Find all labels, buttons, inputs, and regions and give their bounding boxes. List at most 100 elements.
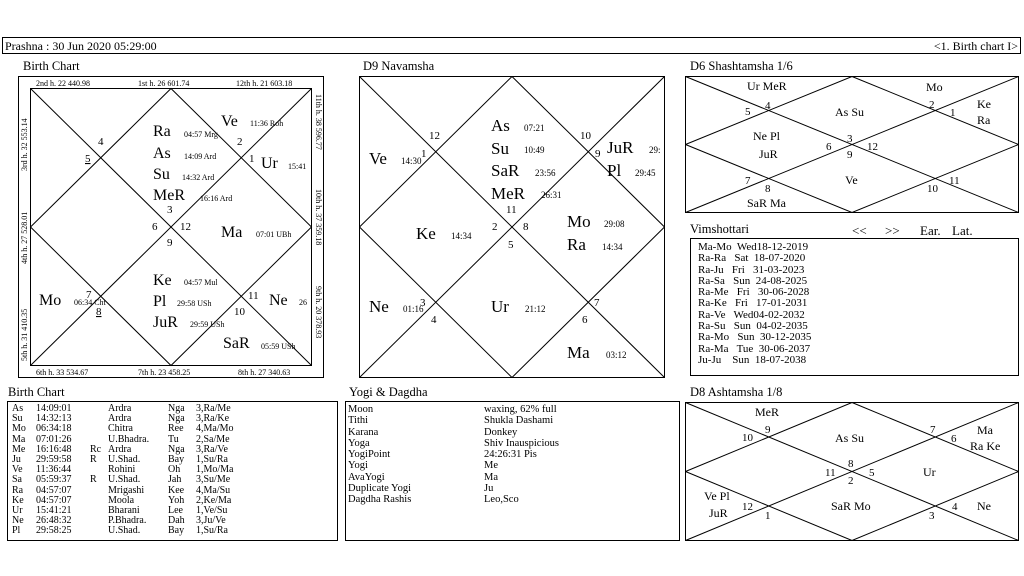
dasha-row[interactable]: Ra-Su Sun 04-02-2035 xyxy=(698,320,808,333)
table-cell: 4,Ma/Su xyxy=(196,484,231,496)
table-cell: 3,Ju/Ve xyxy=(196,515,226,527)
dasha-row[interactable]: Ra-Me Fri 30-06-2028 xyxy=(698,286,810,299)
table-cell: U.Bhadra. xyxy=(108,433,150,445)
dasha-row[interactable]: Ma-Mo Wed18-12-2019 xyxy=(698,241,809,253)
d9-chart[interactable]: 12 1 10 9 11 2 8 5 3 4 7 6 As 07:21 Su 1… xyxy=(359,76,665,378)
planet-ur: Ur xyxy=(261,155,279,172)
table-cell: 2,Ke/Ma xyxy=(196,494,232,506)
yogi-label: Dagdha Rashis xyxy=(348,494,412,506)
sign-number: 10 xyxy=(742,432,754,444)
planet-ur-deg: 21:12 xyxy=(525,304,546,314)
yogi-label: Moon xyxy=(348,404,374,415)
sign-number: 5 xyxy=(869,467,875,479)
table-cell xyxy=(90,424,108,434)
planet-ma-deg: 03:12 xyxy=(606,350,627,360)
planet-me-deg: 26:31 xyxy=(541,190,562,200)
planet-pl: Pl xyxy=(607,161,621,180)
planet-ke: Ke xyxy=(153,272,172,289)
table-cell: Bharani xyxy=(108,505,140,517)
birth-chart[interactable]: 2nd h. 22 440.98 1st h. 26 601.74 12th h… xyxy=(18,76,324,378)
border-bottom-2: 8th h. 27 340.63 xyxy=(238,368,290,377)
dasha-row[interactable]: Ra-Ve Wed04-02-2032 xyxy=(698,308,805,321)
table-cell: Rc xyxy=(90,443,102,455)
table-cell: 04:57:07 xyxy=(36,494,72,506)
sign-number: 3 xyxy=(847,133,853,145)
d9-title: D9 Navamsha xyxy=(363,59,435,73)
table-cell: Ke xyxy=(12,494,24,506)
table-cell: 3,Su/Me xyxy=(196,474,231,486)
sign-number: 4 xyxy=(431,314,437,326)
d6-house-label: Ur MeR xyxy=(747,79,787,93)
dasha-row[interactable]: Ra-Mo Sun 30-12-2035 xyxy=(698,331,812,344)
planet-ra-deg: 14:34 xyxy=(602,242,623,252)
vimshottari-next-button[interactable]: >> xyxy=(885,223,900,238)
vimshottari-prev-button[interactable]: << xyxy=(852,223,867,238)
d8-house-label: Ve Pl xyxy=(704,489,730,503)
yogi-label: AvaYogi xyxy=(348,471,385,483)
planet-pl-deg: 29:58 USh xyxy=(177,299,211,308)
table-cell xyxy=(90,516,108,526)
yogi-label: YogiPoint xyxy=(348,449,391,461)
planet-ur-deg: 15:41 xyxy=(288,162,306,171)
table-cell: Ardra xyxy=(108,403,132,414)
sign-number: 7 xyxy=(745,175,751,187)
table-cell: R xyxy=(90,454,97,466)
d8-chart[interactable]: 9 10 7 6 8 11 5 2 12 1 3 4 MeR As Su Ma … xyxy=(685,402,1019,541)
table-cell: 1,Ve/Su xyxy=(196,505,228,517)
planet-pl-deg: 29:45 xyxy=(635,168,656,178)
d6-chart[interactable]: 4 5 2 1 3 6 9 12 7 8 10 11 Ur MeR Mo As … xyxy=(685,76,1019,213)
planet-ne: Ne xyxy=(269,292,288,309)
sign-number: 1 xyxy=(765,510,771,522)
planet-as: As xyxy=(153,145,171,162)
sign-number: 2 xyxy=(237,136,243,148)
table-cell: Rohini xyxy=(108,464,136,476)
table-cell: Yoh xyxy=(168,494,185,506)
planet-ke-deg: 04:57 Mul xyxy=(184,278,218,287)
sign-number: 9 xyxy=(765,424,771,436)
table-cell: Ree xyxy=(168,423,184,435)
dasha-row[interactable]: Ju-Ju Sun 18-07-2038 xyxy=(698,353,807,366)
yogi-value: 24:26:31 Pis xyxy=(484,449,537,461)
chart-selector[interactable]: <1. Birth chart I> xyxy=(933,39,1018,53)
dasha-row[interactable]: Ra-Ra Sat 18-07-2020 xyxy=(698,252,806,265)
prashna-label: Prashna : 30 Jun 2020 05:29:00 xyxy=(5,39,157,53)
d6-house-label: SaR Ma xyxy=(747,196,787,210)
d6-house-label: Ra xyxy=(977,113,991,127)
sign-number: 9 xyxy=(847,149,853,161)
yogi-label: Yogi xyxy=(348,460,368,472)
d8-house-label: Ur xyxy=(923,465,936,479)
table-cell: U.Shad. xyxy=(108,474,141,486)
table-cell: Ardra xyxy=(108,443,132,455)
planet-ju: JuR xyxy=(153,314,178,331)
table-cell: 1,Su/Ra xyxy=(196,454,228,466)
planet-ur: Ur xyxy=(491,297,509,316)
planet-su-deg: 10:49 xyxy=(524,145,545,155)
sign-number: 8 xyxy=(96,306,102,318)
d6-house-label: Ne Pl xyxy=(753,129,781,143)
d6-title: D6 Shashtamsha 1/6 xyxy=(690,59,793,73)
dasha-row[interactable]: Ra-Ma Tue 30-06-2037 xyxy=(698,342,811,355)
sign-number: 12 xyxy=(180,221,191,233)
vimshottari-title: Vimshottari xyxy=(690,222,749,236)
table-cell: R xyxy=(90,474,97,486)
planet-as-deg: 07:21 xyxy=(524,123,545,133)
later-button[interactable]: Lat. xyxy=(952,223,973,238)
sign-number: 6 xyxy=(152,221,158,233)
planet-su-deg: 14:32 Ard xyxy=(182,173,214,182)
dasha-row[interactable]: Ra-Ju Fri 31-03-2023 xyxy=(698,263,805,276)
dasha-row[interactable]: Ra-Sa Sun 24-08-2025 xyxy=(698,274,808,287)
title-bar: Prashna : 30 Jun 2020 05:29:00 <1. Birth… xyxy=(2,37,1021,54)
dasha-row[interactable]: Ra-Ke Fri 17-01-2031 xyxy=(698,297,808,310)
yogi-row: YogiPoint 24:26:31 Pis xyxy=(348,449,666,460)
sign-number: 7 xyxy=(594,297,600,309)
sign-number: 10 xyxy=(927,183,939,195)
earlier-button[interactable]: Ear. xyxy=(920,223,941,238)
